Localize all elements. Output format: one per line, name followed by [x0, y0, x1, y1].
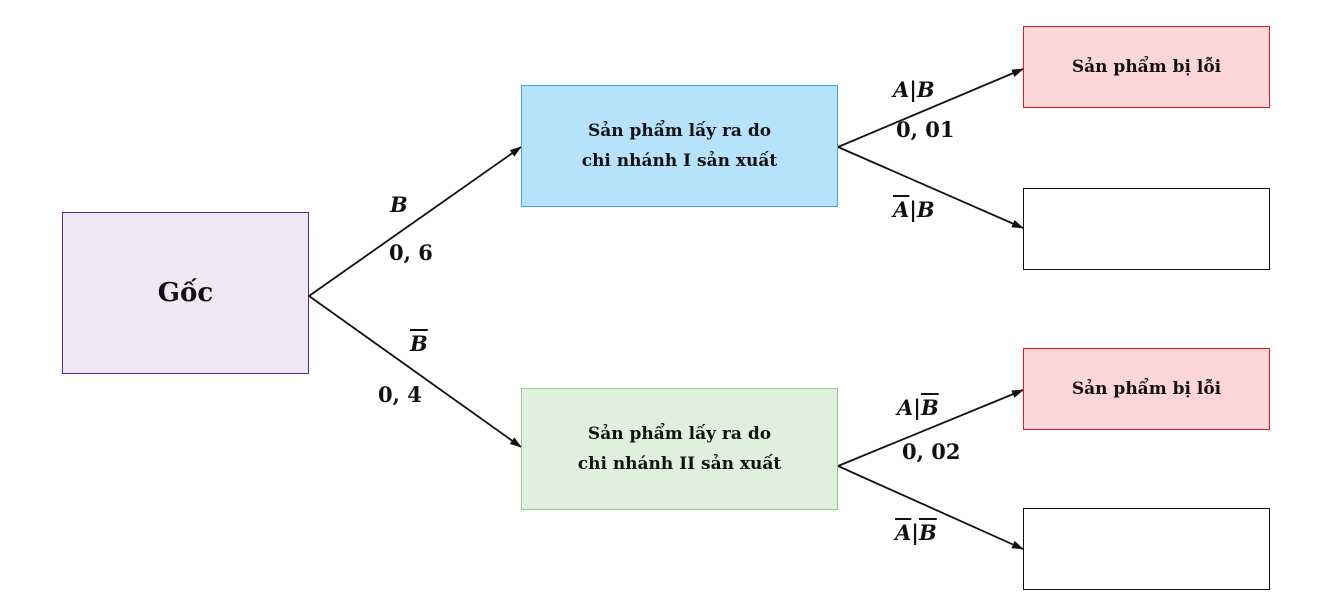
leaf-defect-branch-i: Sản phẩm bị lỗi — [1023, 26, 1270, 108]
bbar-part: B — [920, 395, 939, 420]
branch-node-branch-i: Sản phẩm lấy ra do chi nhánh I sản xuất — [521, 85, 838, 207]
edge-branch1-to-leaf1 — [837, 68, 1024, 148]
edge-branch2-to-leaf3 — [837, 389, 1024, 467]
edge-label-b-event: B — [390, 192, 408, 217]
edge-root-to-branch1 — [308, 146, 522, 297]
root-label: Gốc — [157, 278, 214, 308]
leaf-empty-branch-i — [1023, 188, 1270, 270]
edge-label-a-given-b-prob: 0, 01 — [896, 117, 955, 142]
given-b-part: |B — [909, 197, 935, 222]
root-node: Gốc — [62, 212, 309, 374]
leaf3-label: Sản phẩm bị lỗi — [1071, 379, 1222, 399]
leaf-empty-branch-ii — [1023, 508, 1270, 590]
edge-label-abar-given-b-event: A|B — [893, 197, 935, 222]
edge-label-abar-given-bbar-event: A|B — [895, 520, 937, 545]
edge-label-a-given-b-event: A|B — [893, 77, 935, 102]
bbar-part-2: B — [918, 520, 937, 545]
edge-label-bbar-event: B — [410, 331, 428, 356]
branch1-line2: chi nhánh I sản xuất — [581, 151, 778, 171]
edge-label-a-given-bbar-prob: 0, 02 — [902, 439, 961, 464]
abar-part-2: A — [895, 520, 912, 545]
edge-branch2-to-leaf4 — [837, 465, 1024, 550]
leaf1-label: Sản phẩm bị lỗi — [1071, 57, 1222, 77]
edge-label-b-prob: 0, 6 — [389, 240, 433, 265]
edge-branch1-to-leaf2 — [837, 146, 1024, 229]
branch-node-branch-ii: Sản phẩm lấy ra do chi nhánh II sản xuất — [521, 388, 838, 510]
branch1-line1: Sản phẩm lấy ra do — [587, 121, 772, 141]
a-given-part: A| — [897, 395, 921, 420]
edge-root-to-branch2 — [308, 295, 522, 448]
leaf-defect-branch-ii: Sản phẩm bị lỗi — [1023, 348, 1270, 430]
sep-part: | — [911, 520, 919, 545]
edge-label-a-given-bbar-event: A|B — [897, 395, 939, 420]
edge-label-bbar-prob: 0, 4 — [378, 382, 422, 407]
branch2-line1: Sản phẩm lấy ra do — [587, 424, 772, 444]
abar-part: A — [893, 197, 910, 222]
branch2-line2: chi nhánh II sản xuất — [577, 454, 782, 474]
